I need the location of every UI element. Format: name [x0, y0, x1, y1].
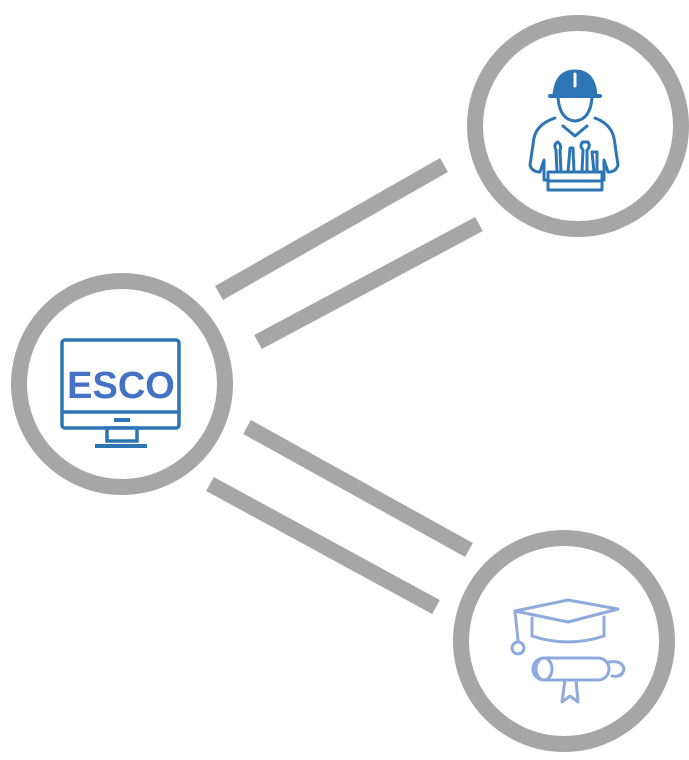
- center-node: ESCO: [11, 273, 233, 495]
- top-node-ring: [467, 15, 689, 237]
- graduation-cap-and-diploma-icon: [510, 598, 626, 704]
- esco-label: ESCO: [67, 365, 175, 407]
- connector-line-lower: [206, 476, 440, 615]
- connector-line-upper: [215, 158, 448, 300]
- top-node: [467, 15, 689, 237]
- center-node-ring: [11, 273, 233, 495]
- connector-line-upper: [243, 420, 473, 557]
- bottom-node: [453, 530, 675, 752]
- connector-center-to-bottom: [206, 420, 473, 615]
- computer-monitor-icon: [60, 338, 181, 448]
- connector-line-lower: [254, 216, 483, 350]
- worker-with-hard-hat-and-tools-icon: [528, 69, 620, 192]
- connector-center-to-top: [215, 158, 483, 350]
